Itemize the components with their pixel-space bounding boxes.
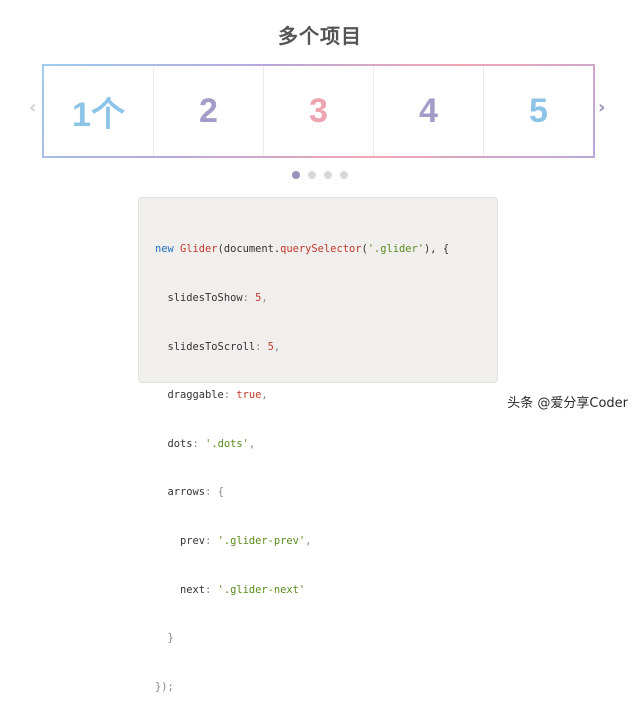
code-text: ,	[273, 340, 281, 353]
code-key: prev	[180, 534, 206, 547]
dot-4[interactable]	[340, 171, 348, 179]
code-string: '.dots'	[205, 437, 249, 450]
code-indent	[155, 535, 180, 547]
code-text: ,	[261, 389, 268, 402]
code-text: ,	[248, 437, 256, 450]
code-key: slidesToShow	[167, 292, 243, 304]
code-separator: :	[205, 534, 218, 547]
slide-4[interactable]: 4	[374, 66, 484, 156]
page-title: 多个项目	[278, 24, 362, 48]
slide-3-label: 3	[309, 91, 328, 130]
code-boolean: true	[236, 389, 262, 402]
code-string: '.glider-prev'	[217, 534, 306, 547]
code-line-6: arrows: {	[155, 484, 481, 500]
code-line-2: slidesToShow: 5,	[155, 290, 481, 306]
code-function: querySelector	[280, 243, 362, 256]
code-key: dots	[167, 437, 193, 450]
code-function: Glider	[180, 243, 218, 256]
code-indent	[155, 584, 180, 596]
dot-3[interactable]	[324, 171, 332, 179]
code-number: 5	[255, 292, 262, 304]
code-separator: :	[205, 583, 218, 596]
slide-2-label: 2	[199, 91, 218, 130]
code-separator: :	[223, 389, 237, 402]
code-text: ), {	[424, 243, 450, 256]
code-separator: :	[205, 486, 218, 499]
code-separator: :	[192, 437, 206, 450]
code-indent	[155, 389, 168, 401]
code-key: draggable	[167, 389, 224, 402]
slide-1-label: 1个	[72, 95, 125, 134]
slide-5[interactable]: 5	[484, 66, 593, 156]
glider-carousel: 1个 2 3 4 5	[42, 64, 595, 158]
code-line-4: draggable: true,	[155, 387, 481, 403]
code-text: }	[167, 632, 174, 645]
code-separator: :	[242, 292, 256, 304]
code-block: new Glider(document.querySelector('.glid…	[138, 197, 498, 693]
code-line-8: next: '.glider-next'	[155, 582, 481, 598]
code-keyword: new	[155, 243, 181, 256]
code-indent	[155, 486, 168, 498]
code-key: arrows	[167, 486, 206, 499]
code-line-9: }	[155, 630, 481, 646]
code-key: next	[180, 583, 206, 596]
code-indent	[155, 341, 168, 353]
code-text: {	[217, 486, 224, 499]
slide-4-label: 4	[419, 91, 438, 130]
code-separator: :	[255, 340, 268, 353]
glider-track[interactable]: 1个 2 3 4 5	[44, 66, 593, 156]
code-indent	[155, 632, 168, 644]
code-line-5: dots: '.dots',	[155, 436, 481, 452]
code-line-3: slidesToScroll: 5,	[155, 339, 481, 355]
code-line-1: new Glider(document.querySelector('.glid…	[155, 241, 481, 257]
code-text: (document.	[217, 243, 281, 256]
slide-1[interactable]: 1个	[44, 66, 154, 156]
code-string: '.glider-next'	[217, 583, 306, 596]
code-indent	[155, 438, 168, 450]
code-number: 5	[267, 340, 274, 353]
code-key: slidesToScroll	[167, 340, 256, 353]
code-line-7: prev: '.glider-prev',	[155, 533, 481, 549]
watermark-text: 头条 @爱分享Coder	[507, 396, 628, 411]
code-text: ,	[305, 534, 312, 547]
code-text: ,	[261, 292, 268, 304]
code-string: '.glider'	[367, 243, 425, 256]
code-line-10: });	[155, 679, 481, 695]
glider-prev-arrow-icon[interactable]: ‹	[29, 97, 37, 118]
code-indent	[155, 292, 168, 304]
slide-5-label: 5	[529, 91, 548, 130]
dot-1[interactable]	[292, 171, 300, 179]
code-text: });	[155, 680, 174, 693]
code-text: (	[361, 243, 368, 256]
dot-2[interactable]	[308, 171, 316, 179]
glider-dots	[0, 171, 640, 179]
slide-3[interactable]: 3	[264, 66, 374, 156]
slide-2[interactable]: 2	[154, 66, 264, 156]
glider-next-arrow-icon[interactable]: ›	[598, 97, 606, 118]
